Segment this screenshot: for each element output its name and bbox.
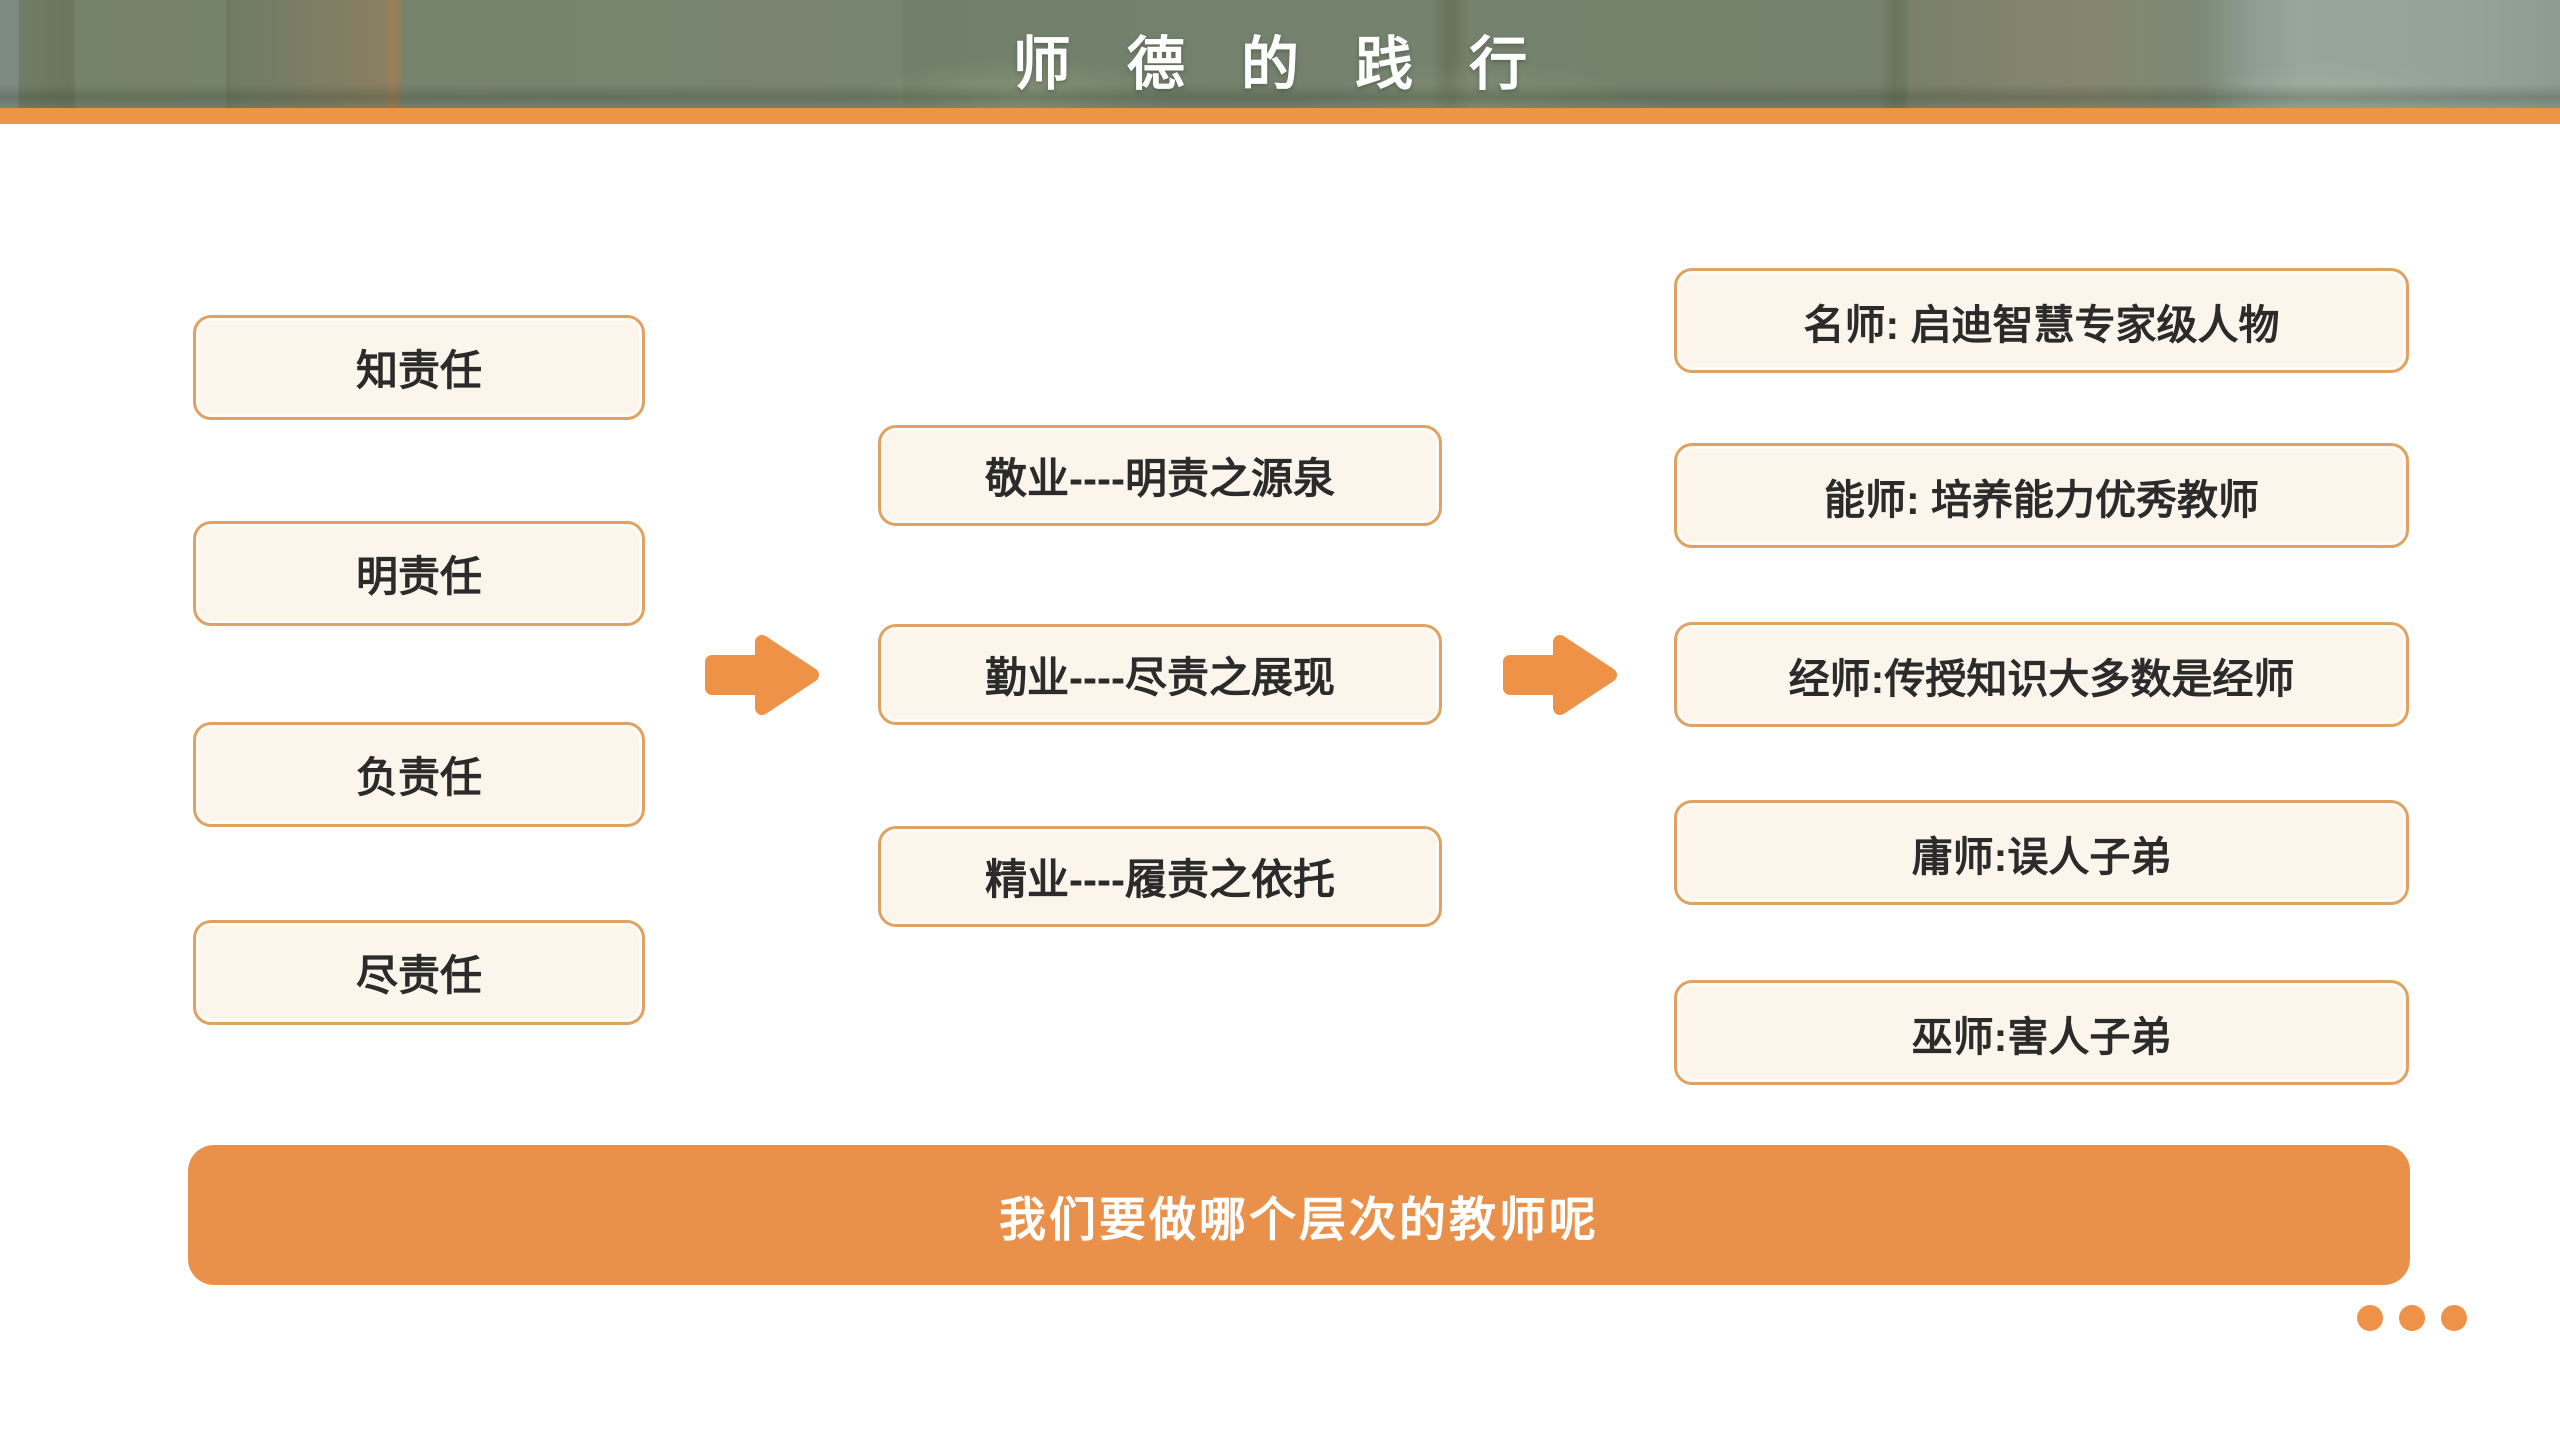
teacher-tier-box: 经师:传授知识大多数是经师	[1674, 622, 2409, 727]
question-banner-text: 我们要做哪个层次的教师呢	[999, 1192, 1599, 1246]
teacher-tier-box: 庸师:误人子弟	[1674, 800, 2409, 905]
dot-icon	[2441, 1305, 2467, 1331]
teacher-tier-box: 名师: 启迪智慧专家级人物	[1674, 268, 2409, 373]
page-title: 师 德 的 践 行	[1012, 32, 1548, 97]
responsibility-box: 负责任	[193, 722, 645, 827]
profession-box: 勤业----尽责之展现	[878, 624, 1442, 725]
slide-header: 师 德 的 践 行	[0, 0, 2560, 108]
teacher-tier-box: 巫师:害人子弟	[1674, 980, 2409, 1085]
teacher-tier-box: 能师: 培养能力优秀教师	[1674, 443, 2409, 548]
responsibility-box: 明责任	[193, 521, 645, 626]
question-banner: 我们要做哪个层次的教师呢	[188, 1145, 2410, 1285]
dot-icon	[2357, 1305, 2383, 1331]
responsibility-box: 尽责任	[193, 920, 645, 1025]
responsibility-box: 知责任	[193, 315, 645, 420]
right-arrow-icon	[1503, 635, 1617, 715]
profession-box: 精业----履责之依托	[878, 826, 1442, 927]
header-accent-bar	[0, 108, 2560, 124]
dot-icon	[2399, 1305, 2425, 1331]
right-arrow-icon	[705, 635, 819, 715]
profession-box: 敬业----明责之源泉	[878, 425, 1442, 526]
slide-progress-dots	[2357, 1305, 2467, 1331]
